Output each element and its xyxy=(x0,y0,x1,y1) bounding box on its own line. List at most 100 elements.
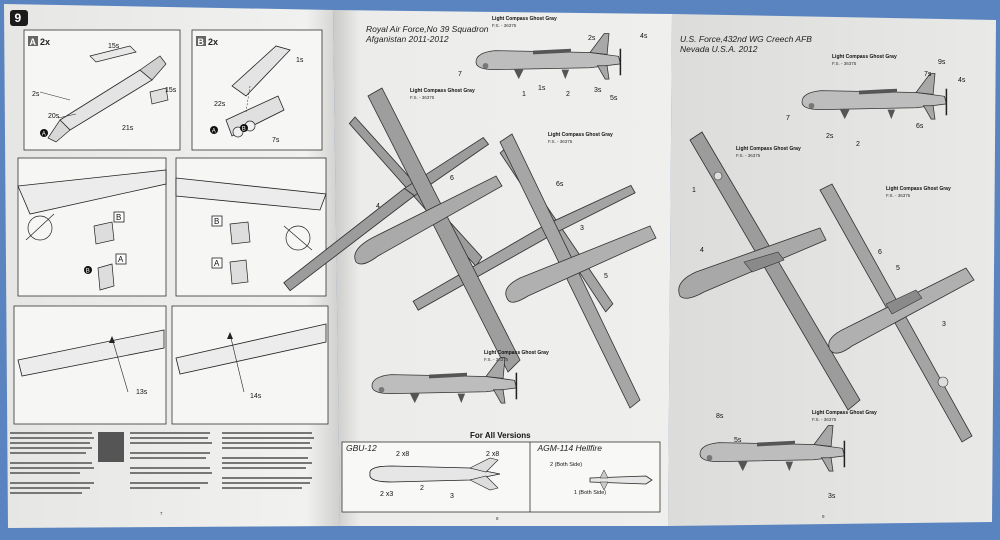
rafa-title-line1: Royal Air Force,No 39 Squadron xyxy=(366,24,489,34)
gbu-12-drawing xyxy=(369,457,501,491)
gbu-label-2x8-left: 2 x8 xyxy=(396,451,409,458)
rafa-callout-2: 2 xyxy=(566,91,570,98)
panel-b-count: 2x xyxy=(208,37,218,47)
usaf-callout-5s: 5s xyxy=(734,437,742,444)
part-number-20s: 20s xyxy=(48,113,60,120)
panel-d-label-a: A xyxy=(214,259,220,268)
gbu-label-2: 2 xyxy=(420,485,424,492)
rafa-callout-4: 4 xyxy=(376,203,380,210)
paint-name-top: Light Compass Ghost Gray xyxy=(492,16,557,22)
rafa-callout-3: 3 xyxy=(580,225,584,232)
rafa-callout-1s: 1s xyxy=(538,85,546,92)
usaf-callout-3s: 3s xyxy=(828,493,836,500)
usaf-callout-4s: 4s xyxy=(958,77,966,84)
rafa-wing-main-left xyxy=(367,87,521,373)
for-all-versions-title: For All Versions xyxy=(470,431,531,440)
marker-b-panel-b: B xyxy=(242,127,246,133)
marker-a-panel-b: A xyxy=(212,129,216,135)
gbu-label-3: 3 xyxy=(450,493,454,500)
rafa-callout-6: 6 xyxy=(450,175,454,182)
gbu-title: GBU-12 xyxy=(346,443,377,453)
usaf-callout-6s: 6s xyxy=(916,123,924,130)
step-badge xyxy=(10,10,28,26)
page-number-8: 8 xyxy=(496,516,499,521)
part-number-7s: 7s xyxy=(272,137,280,144)
rafa-callout-2s: 2s xyxy=(588,35,596,42)
usaf-callout-7s: 7s xyxy=(924,71,932,78)
page-number-9: 9 xyxy=(822,514,825,519)
paint-name-bottom: Light Compass Ghost Gray xyxy=(484,350,549,356)
panel-d-label-b: B xyxy=(214,217,219,226)
panel-c-label-a: A xyxy=(118,255,124,264)
usaf-callout-3: 3 xyxy=(942,321,946,328)
gbu-label-2x8-right: 2 x8 xyxy=(486,451,499,458)
marker-b-panel-c: B xyxy=(86,269,90,275)
usaf-paint-code-mid: F.S. - 36375 xyxy=(736,153,761,158)
wing-underside-drawing-left xyxy=(17,169,167,291)
hellfire-title: AGM-114 Hellfire xyxy=(536,443,602,453)
paint-code-bottom: F.S. - 36375 xyxy=(484,357,509,362)
rafa-title-line2: Afganistan 2011-2012 xyxy=(365,34,449,44)
panel-b-letter: B xyxy=(198,37,205,47)
bomb-assembly-drawing xyxy=(39,45,169,143)
usaf-fuselage-right xyxy=(828,267,975,354)
part-number-1s: 1s xyxy=(296,57,304,64)
usaf-wing-main-left xyxy=(689,131,861,411)
hellfire-label-1: 1 (Both Side) xyxy=(574,490,606,496)
usaf-callout-8s: 8s xyxy=(716,413,724,420)
usaf-callout-2: 2 xyxy=(856,141,860,148)
usaf-paint-code-top: F.S. - 36375 xyxy=(832,61,857,66)
usaf-paint-name-bottom: Light Compass Ghost Gray xyxy=(812,410,877,416)
panel-a-letter: A xyxy=(30,37,37,47)
step-number: 9 xyxy=(15,11,22,25)
rafa-fuselage-left xyxy=(354,175,503,265)
usaf-paint-name-right: Light Compass Ghost Gray xyxy=(886,186,951,192)
usaf-callout-7: 7 xyxy=(786,115,790,122)
hellfire-label-2: 2 (Both Side) xyxy=(550,462,582,468)
usaf-callout-2s: 2s xyxy=(826,133,834,140)
panel-a-frame xyxy=(23,29,181,151)
usaf-callout-5: 5 xyxy=(896,265,900,272)
paint-name-mid: Light Compass Ghost Gray xyxy=(410,88,475,94)
panel-c-label-b: B xyxy=(116,213,121,222)
rafa-callout-6s: 6s xyxy=(556,181,564,188)
part-number-15s-top: 15s xyxy=(108,43,120,50)
rafa-callout-7: 7 xyxy=(458,71,462,78)
part-number-15s-right: 15s xyxy=(165,87,177,94)
usaf-title-line2: Nevada U.S.A. 2012 xyxy=(680,44,758,54)
usaf-paint-code-bottom: F.S. - 36375 xyxy=(812,417,837,422)
rafa-callout-3s: 3s xyxy=(594,87,602,94)
usaf-paint-name-mid: Light Compass Ghost Gray xyxy=(736,146,801,152)
page-number-7: 7 xyxy=(160,511,163,516)
gbu-label-2x3: 2 x3 xyxy=(380,491,393,498)
paint-code-top: F.S. - 36375 xyxy=(492,23,517,28)
hellfire-drawing xyxy=(589,469,653,491)
part-number-14s: 14s xyxy=(250,393,262,400)
rafa-fuselage-right xyxy=(505,225,657,303)
page-1: 9 A 2x 15s 15s 2s 20s 21s A B 2x xyxy=(4,4,340,528)
usaf-paint-name-top: Light Compass Ghost Gray xyxy=(832,54,897,60)
wing-antenna-drawing-right xyxy=(175,323,327,393)
usaf-callout-1: 1 xyxy=(692,187,696,194)
page-2: Royal Air Force,No 39 Squadron Afganista… xyxy=(283,10,672,526)
usaf-callout-9s: 9s xyxy=(938,59,946,66)
marker-a-panel-a: A xyxy=(42,132,46,138)
rafa-callout-4s: 4s xyxy=(640,33,648,40)
panel-a-count: 2x xyxy=(40,37,50,47)
page-3: U.S. Force,432nd WG Creech AFB Nevada U.… xyxy=(668,14,996,526)
usaf-paint-code-right: F.S. - 36375 xyxy=(886,193,911,198)
part-number-21s: 21s xyxy=(122,125,134,132)
usaf-callout-6: 6 xyxy=(878,249,882,256)
usaf-callout-4: 4 xyxy=(700,247,704,254)
part-number-13s: 13s xyxy=(136,389,148,396)
wing-underside-drawing-right xyxy=(175,177,327,285)
wing-antenna-drawing-left xyxy=(17,329,165,393)
paint-name-right: Light Compass Ghost Gray xyxy=(548,132,613,138)
usaf-title-line1: U.S. Force,432nd WG Creech AFB xyxy=(680,34,812,44)
part-number-2s: 2s xyxy=(32,91,40,98)
rafa-callout-5s: 5s xyxy=(610,95,618,102)
rafa-callout-5: 5 xyxy=(604,273,608,280)
multilingual-instructions xyxy=(10,432,314,494)
part-number-22s: 22s xyxy=(214,101,226,108)
